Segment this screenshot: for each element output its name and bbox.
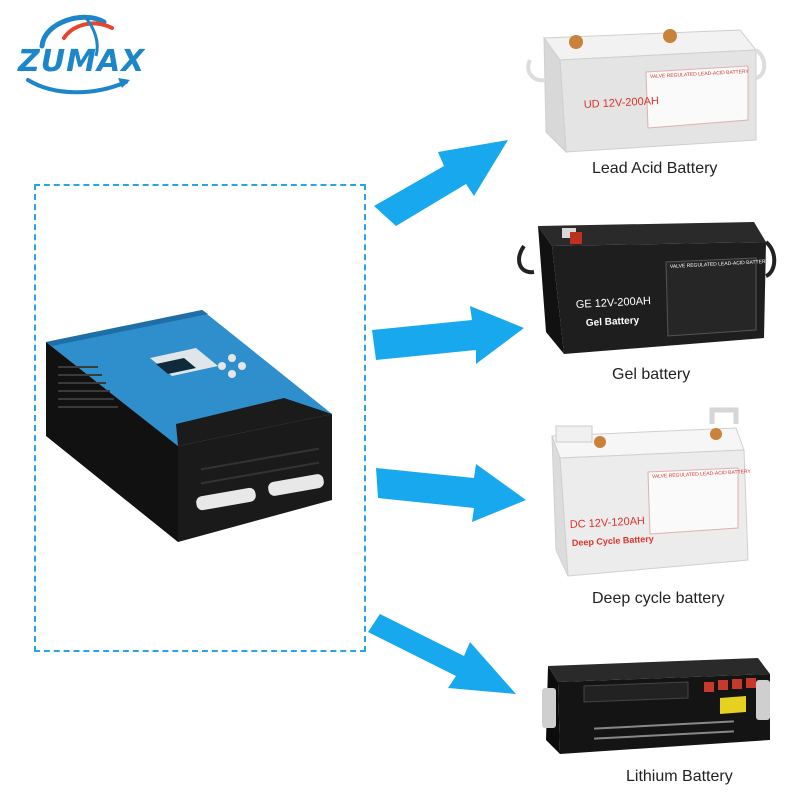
lead-acid-label: Lead Acid Battery: [592, 160, 718, 177]
gel-model-text: GE 12V-200AH: [576, 295, 652, 311]
lithium-battery-icon: [542, 658, 770, 754]
deep-cycle-panel-text: VALVE REGULATED LEAD-ACID BATTERY: [652, 469, 752, 480]
arrow-to-lead-acid-icon: [374, 140, 508, 226]
deep-cycle-model-text: DC 12V-120AH: [570, 515, 646, 531]
lithium-label: Lithium Battery: [626, 768, 733, 785]
arrow-to-deep-cycle-icon: [376, 464, 526, 522]
logo-swoosh-icon: [39, 14, 114, 57]
deep-cycle-label: Deep cycle battery: [592, 590, 725, 607]
logo-underline-icon: [26, 78, 130, 95]
inverter-frame: [34, 184, 366, 652]
gel-sub-text: Gel Battery: [586, 315, 640, 329]
arrow-to-gel-icon: [372, 306, 524, 364]
lead-acid-model-text: UD 12V-200AH: [584, 95, 660, 111]
lead-acid-panel-text: VALVE REGULATED LEAD-ACID BATTERY: [650, 69, 750, 80]
gel-panel-text: VALVE REGULATED LEAD-ACID BATTERY: [670, 259, 770, 270]
arrow-to-lithium-icon: [368, 614, 516, 694]
gel-battery-icon: GE 12V-200AH Gel Battery VALVE REGULATED…: [517, 222, 777, 354]
brand-name: ZUMAX: [18, 44, 146, 79]
gel-label: Gel battery: [612, 366, 691, 383]
deep-cycle-sub-text: Deep Cycle Battery: [572, 534, 654, 548]
deep-cycle-battery-icon: DC 12V-120AH Deep Cycle Battery VALVE RE…: [551, 407, 752, 577]
inverter-icon: [46, 310, 332, 542]
lead-acid-battery-icon: UD 12V-200AH VALVE REGULATED LEAD-ACID B…: [526, 29, 767, 154]
